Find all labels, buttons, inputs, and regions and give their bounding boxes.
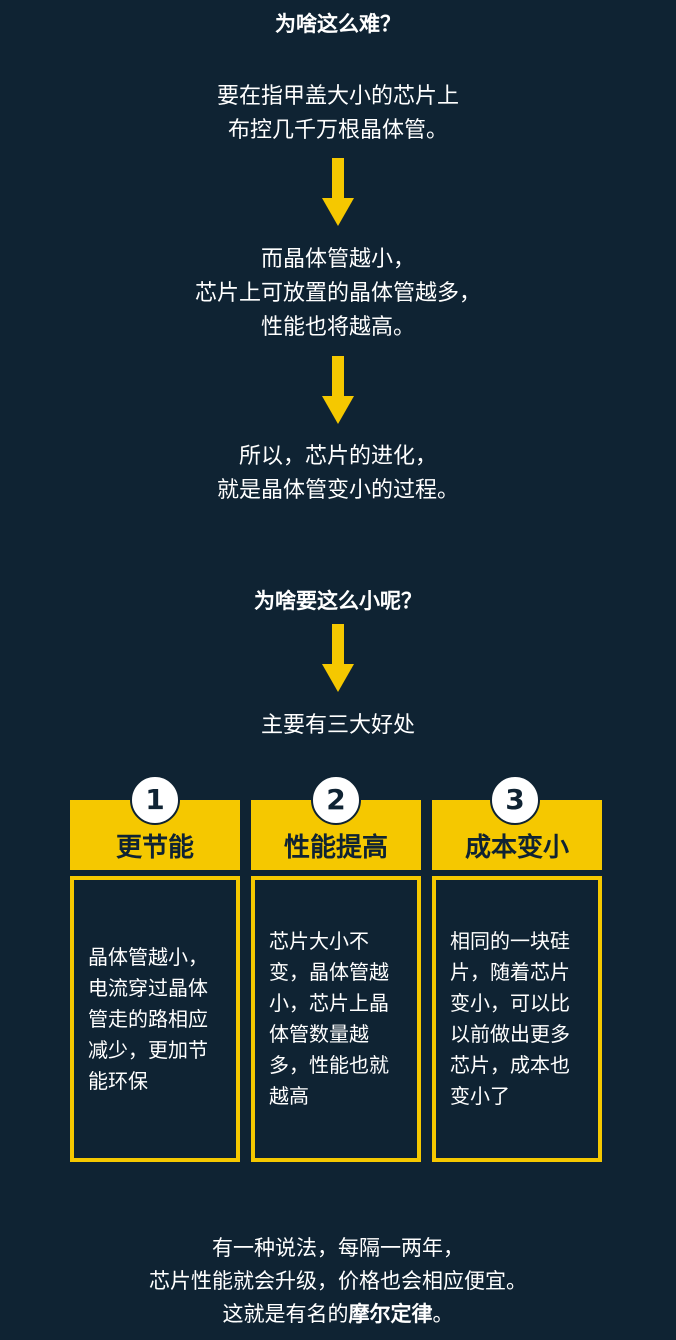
card-text: 晶体管越小，电流穿过晶体管走的路相应减少，更加节能环保 [88,944,208,1093]
down-arrow-icon [322,624,354,692]
section-heading-why-small: 为啥要这么小呢？ [254,589,422,613]
paragraph-line: 布控几千万根晶体管。 [227,118,448,143]
paragraph-line: 所以，芯片的进化， [238,444,437,469]
footer-text: 这就是有名的 [222,1302,349,1326]
paragraph-line: 而晶体管越小， [260,247,415,272]
card-text: 芯片大小不变，晶体管越小，芯片上晶体管数量越多，性能也就越高 [269,929,389,1108]
footer-line: 芯片性能就会升级，价格也会相应便宜。 [149,1269,527,1293]
paragraph-line: 就是晶体管变小的过程。 [216,478,459,503]
card-body-performance: 芯片大小不变，晶体管越小，芯片上晶体管数量越多，性能也就越高 [251,876,421,1162]
number-badge: 3 [490,775,540,825]
card-text: 相同的一块硅片，随着芯片变小，可以比以前做出更多芯片，成本也变小了 [450,929,570,1108]
number-badge: 1 [130,775,180,825]
paragraph-line: 芯片上可放置的晶体管越多， [194,281,481,306]
number-badge: 2 [311,775,361,825]
paragraph-transistor-control: 要在指甲盖大小的芯片上 布控几千万根晶体管。 [0,80,676,148]
benefits-intro: 主要有三大好处 [260,713,415,738]
paragraph-line: 要在指甲盖大小的芯片上 [216,84,459,109]
footer-text: 。 [432,1302,454,1326]
footer-line: 这就是有名的摩尔定律。 [0,1298,676,1331]
section-heading-why-hard: 为啥这么难？ [275,12,401,36]
paragraph-line: 性能也将越高。 [260,315,415,340]
card-body-energy: 晶体管越小，电流穿过晶体管走的路相应减少，更加节能环保 [70,876,240,1162]
down-arrow-icon [322,158,354,226]
down-arrow-icon [322,356,354,424]
footer-moores-law: 有一种说法，每隔一两年， 芯片性能就会升级，价格也会相应便宜。 这就是有名的摩尔… [0,1232,676,1331]
footer-line: 有一种说法，每隔一两年， [212,1236,464,1260]
card-header-performance: 性能提高 [251,800,421,870]
card-body-cost: 相同的一块硅片，随着芯片变小，可以比以前做出更多芯片，成本也变小了 [432,876,602,1162]
moores-law-term: 摩尔定律 [348,1302,433,1326]
paragraph-chip-evolution: 所以，芯片的进化， 就是晶体管变小的过程。 [0,440,676,508]
paragraph-smaller-transistor: 而晶体管越小， 芯片上可放置的晶体管越多， 性能也将越高。 [0,243,676,345]
